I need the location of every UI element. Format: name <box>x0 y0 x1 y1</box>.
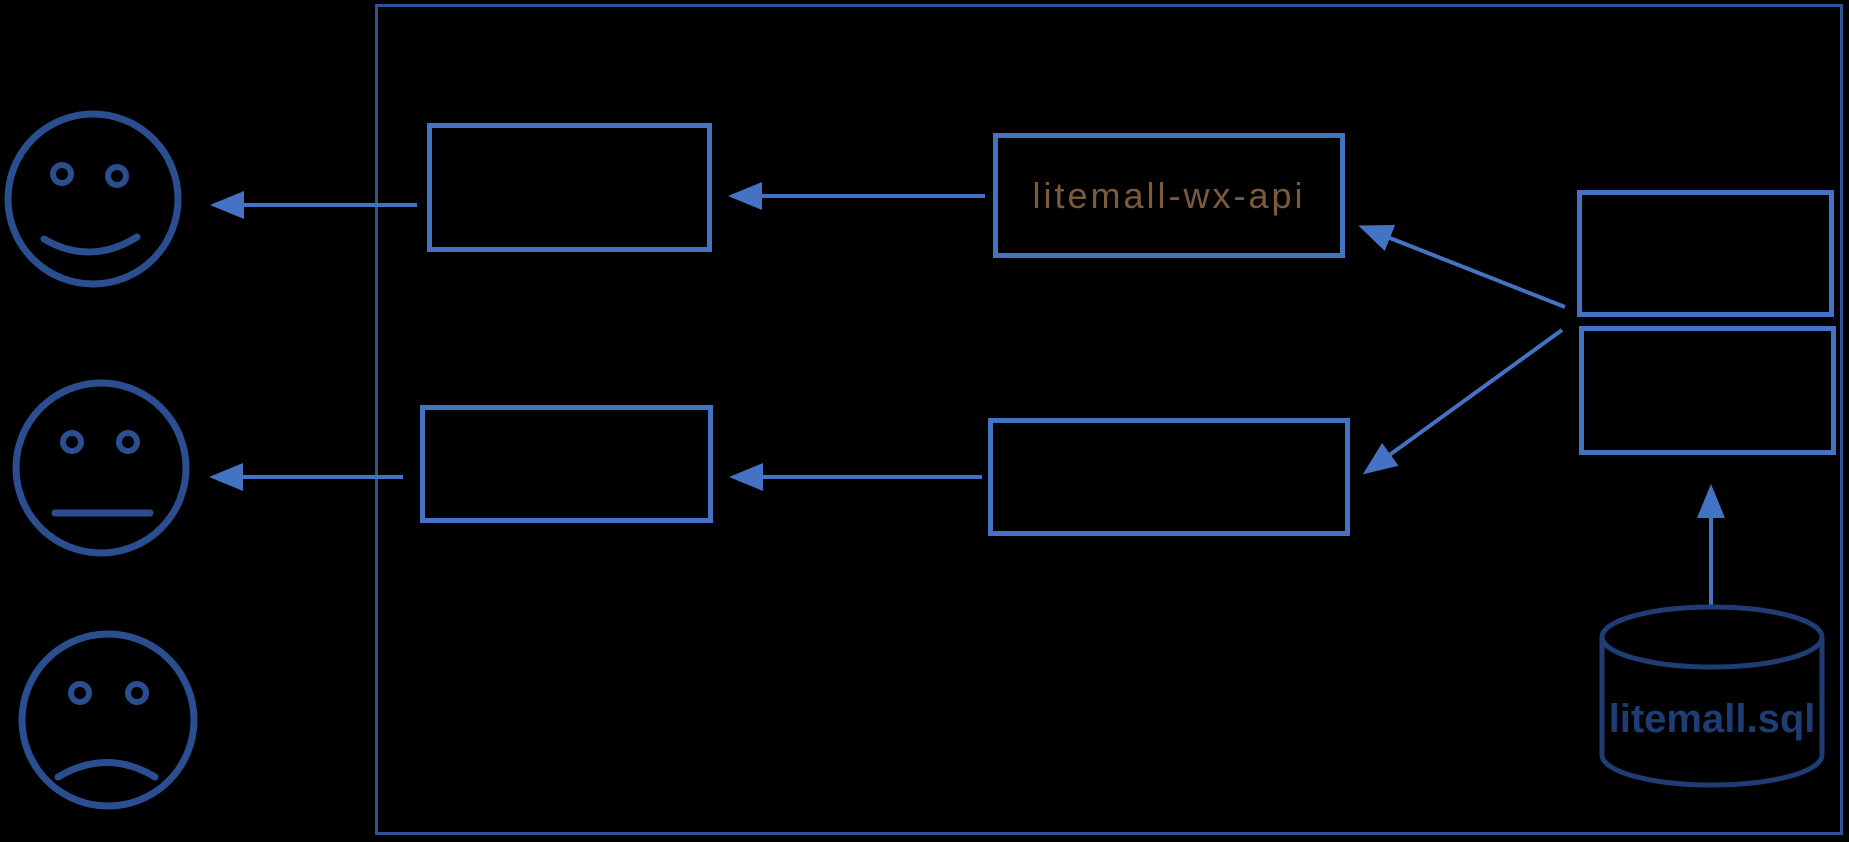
database-label: litemall.sql <box>1608 697 1816 741</box>
happy-face-icon <box>4 110 182 288</box>
wx-api-box: litemall-wx-api <box>993 133 1345 258</box>
client-box-bottom <box>420 405 713 523</box>
sad-face-icon <box>18 630 198 810</box>
stack-bottom-box <box>1579 326 1836 455</box>
arrow-stack-to-midbox <box>1362 328 1564 475</box>
neutral-face-icon <box>12 379 190 557</box>
database-cylinder-icon <box>1599 604 1825 788</box>
client-box-top <box>427 123 712 252</box>
wx-api-box-label: litemall-wx-api <box>1032 174 1306 216</box>
mid-bottom-box <box>988 418 1350 536</box>
stack-top-box <box>1577 190 1834 317</box>
arrow-stack-to-wxapi <box>1358 224 1566 309</box>
system-boundary-rect <box>375 4 1843 835</box>
